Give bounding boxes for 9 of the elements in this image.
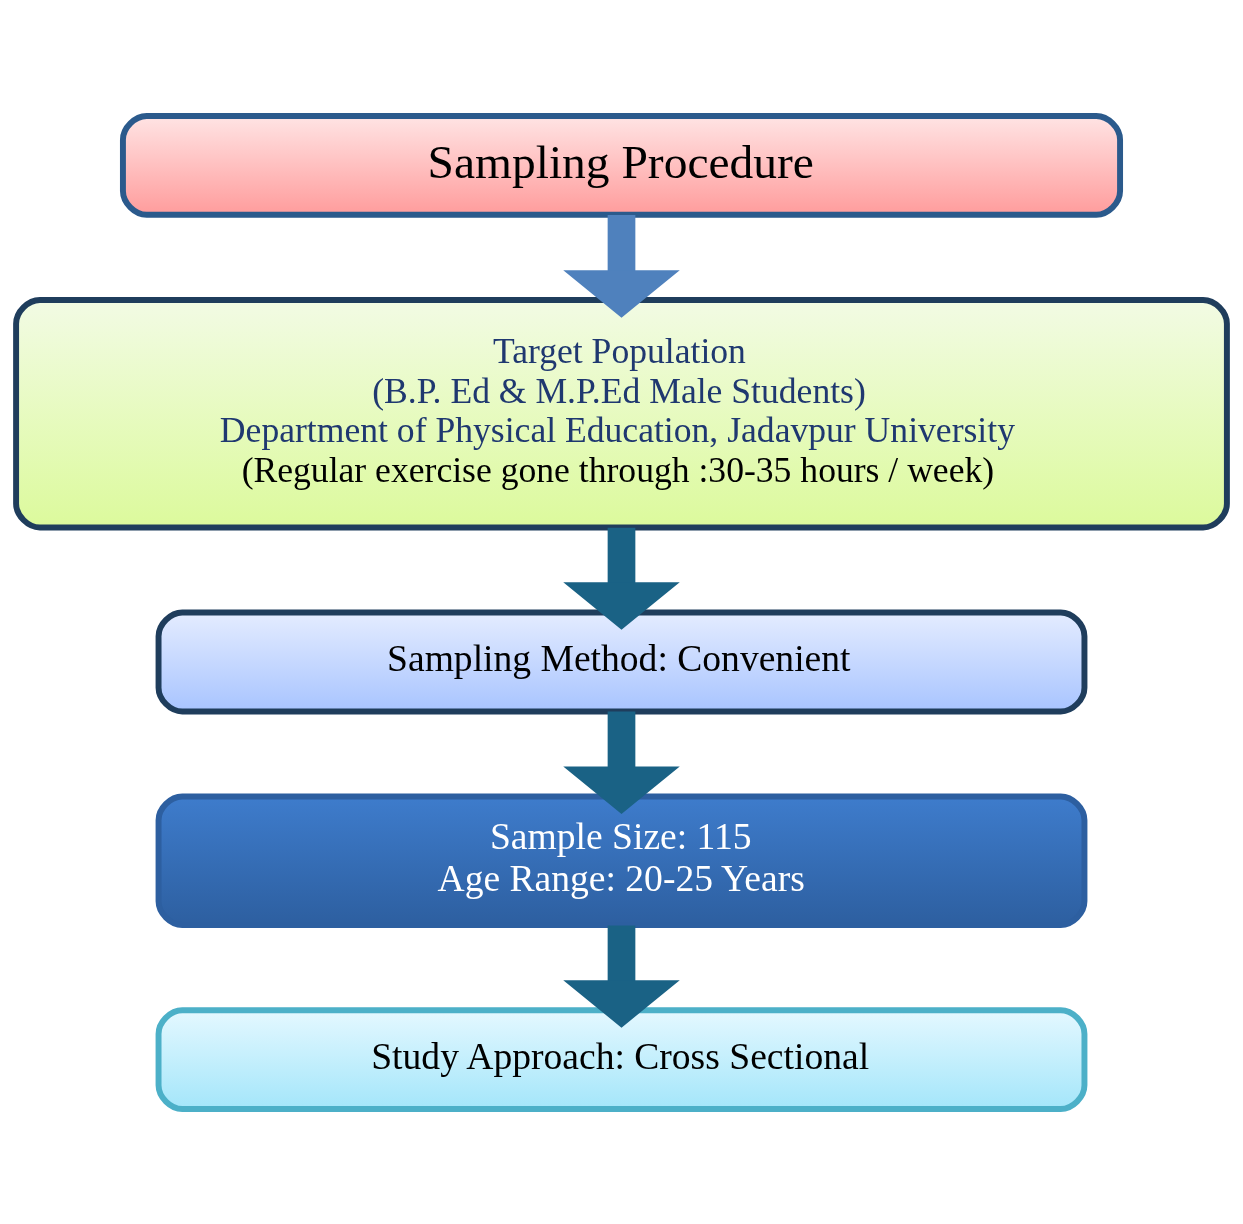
arrow xyxy=(563,711,680,814)
node-box: Sample Size: 115 Age Range: 20-25 Years xyxy=(155,793,1088,928)
node-box: Sampling Procedure xyxy=(119,112,1124,218)
node-box: Study Approach: Cross Sectional xyxy=(155,1006,1088,1112)
arrow xyxy=(563,214,680,318)
node-box: Target Population (B.P. Ed & M.P.Ed Male Students) Department of Physical Education, Jadavpur University (Regular exercise gone through :30-35 hours / week) xyxy=(13,296,1230,530)
node-box: Sampling Method: Convenient xyxy=(155,609,1088,714)
arrow xyxy=(563,527,680,630)
arrow xyxy=(563,925,680,1028)
